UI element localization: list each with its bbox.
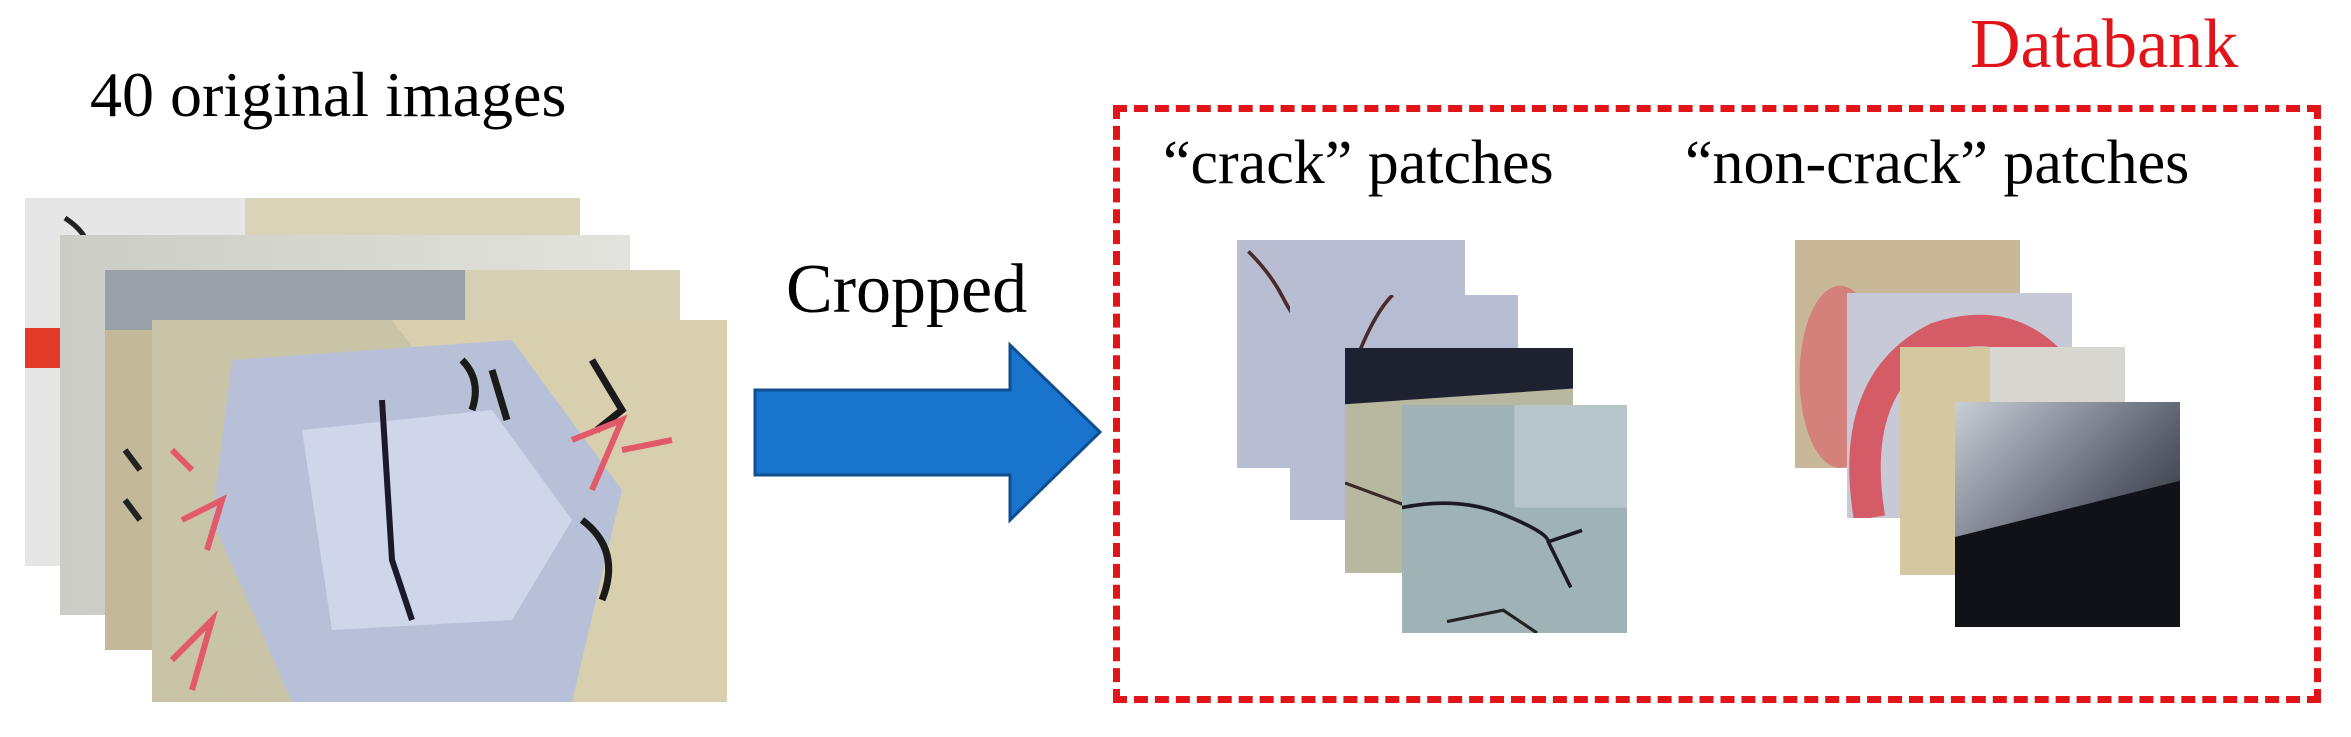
databank-box (1113, 105, 2321, 703)
noncrack-patch-4 (1955, 402, 2180, 627)
right-arrow-icon (753, 341, 1103, 524)
originals-label: 40 original images (90, 59, 567, 130)
crack-patch-4 (1402, 405, 1627, 633)
crack-patches-label: “crack” patches (1163, 129, 1554, 197)
databank-label: Databank (1970, 6, 2239, 83)
noncrack-patches-label: “non-crack” patches (1685, 129, 2190, 197)
arrow-label: Cropped (786, 251, 1028, 328)
original-image-4 (152, 320, 727, 702)
